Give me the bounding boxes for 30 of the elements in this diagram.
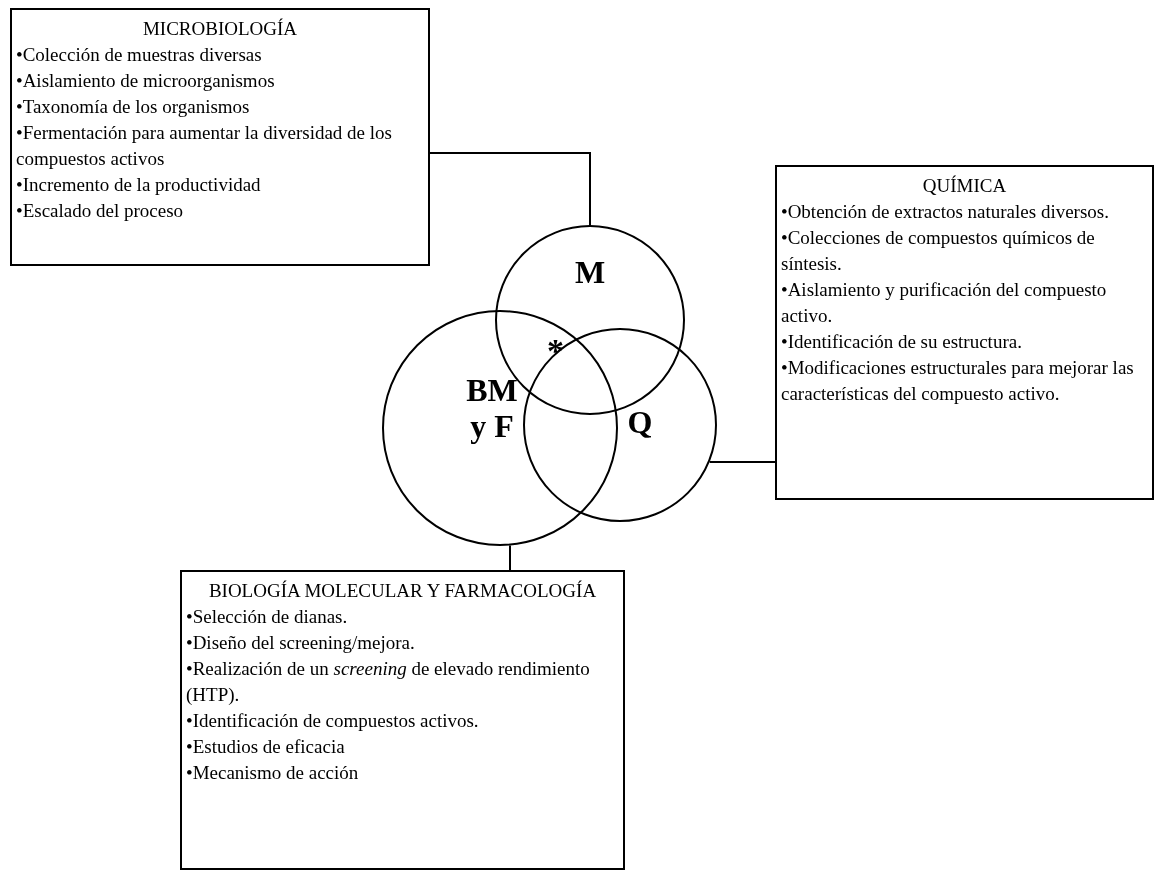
bullet-item: •Identificación de compuestos activos. [186,709,480,733]
bullet-item: •Realización de un screening de elevado rendimiento (HTP). [186,657,591,707]
connector-line [429,152,591,226]
text-panel [775,165,1154,500]
connector-line [708,461,776,463]
connector-line [509,544,511,571]
bullet-item: •Taxonomía de los organismos [16,95,251,119]
bullet-item: •Incremento de la productividad [16,173,262,197]
bullet-item: •Mecanismo de acción [186,761,360,785]
intersection-mark: * [547,332,564,370]
bullet-item: •Selección de dianas. [186,605,349,629]
bullet-item: •Fermentación para aumentar la diversidad de los compuestos activos [16,121,393,171]
text-panel [10,8,430,266]
circle-label: Q [626,404,654,440]
text-panel [180,570,625,870]
bullet-item: •Diseño del screening/mejora. [186,631,416,655]
bullet-item: •Aislamiento y purificación del compuesto activo. [781,278,1108,328]
bullet-item: •Escalado del proceso [16,199,185,223]
panel-heading: BIOLOGÍA MOLECULAR Y FARMACOLOGÍA [207,579,598,603]
bullet-item: •Obtención de extractos naturales diversos. [781,200,1110,224]
bullet-item: •Aislamiento de microorganismos [16,69,276,93]
circle-label: BM y F [465,372,519,444]
bullet-item: •Modificaciones estructurales para mejorar las características del compuesto activo. [781,356,1135,406]
bullet-item: •Identificación de su estructura. [781,330,1023,354]
panel-heading: MICROBIOLOGÍA [141,17,299,41]
bullet-item: •Colecciones de compuestos químicos de síntesis. [781,226,1096,276]
bullet-item: •Colección de muestras diversas [16,43,263,67]
panel-heading: QUÍMICA [921,174,1008,198]
bullet-item: •Estudios de eficacia [186,735,346,759]
circle-label: M [573,254,607,290]
